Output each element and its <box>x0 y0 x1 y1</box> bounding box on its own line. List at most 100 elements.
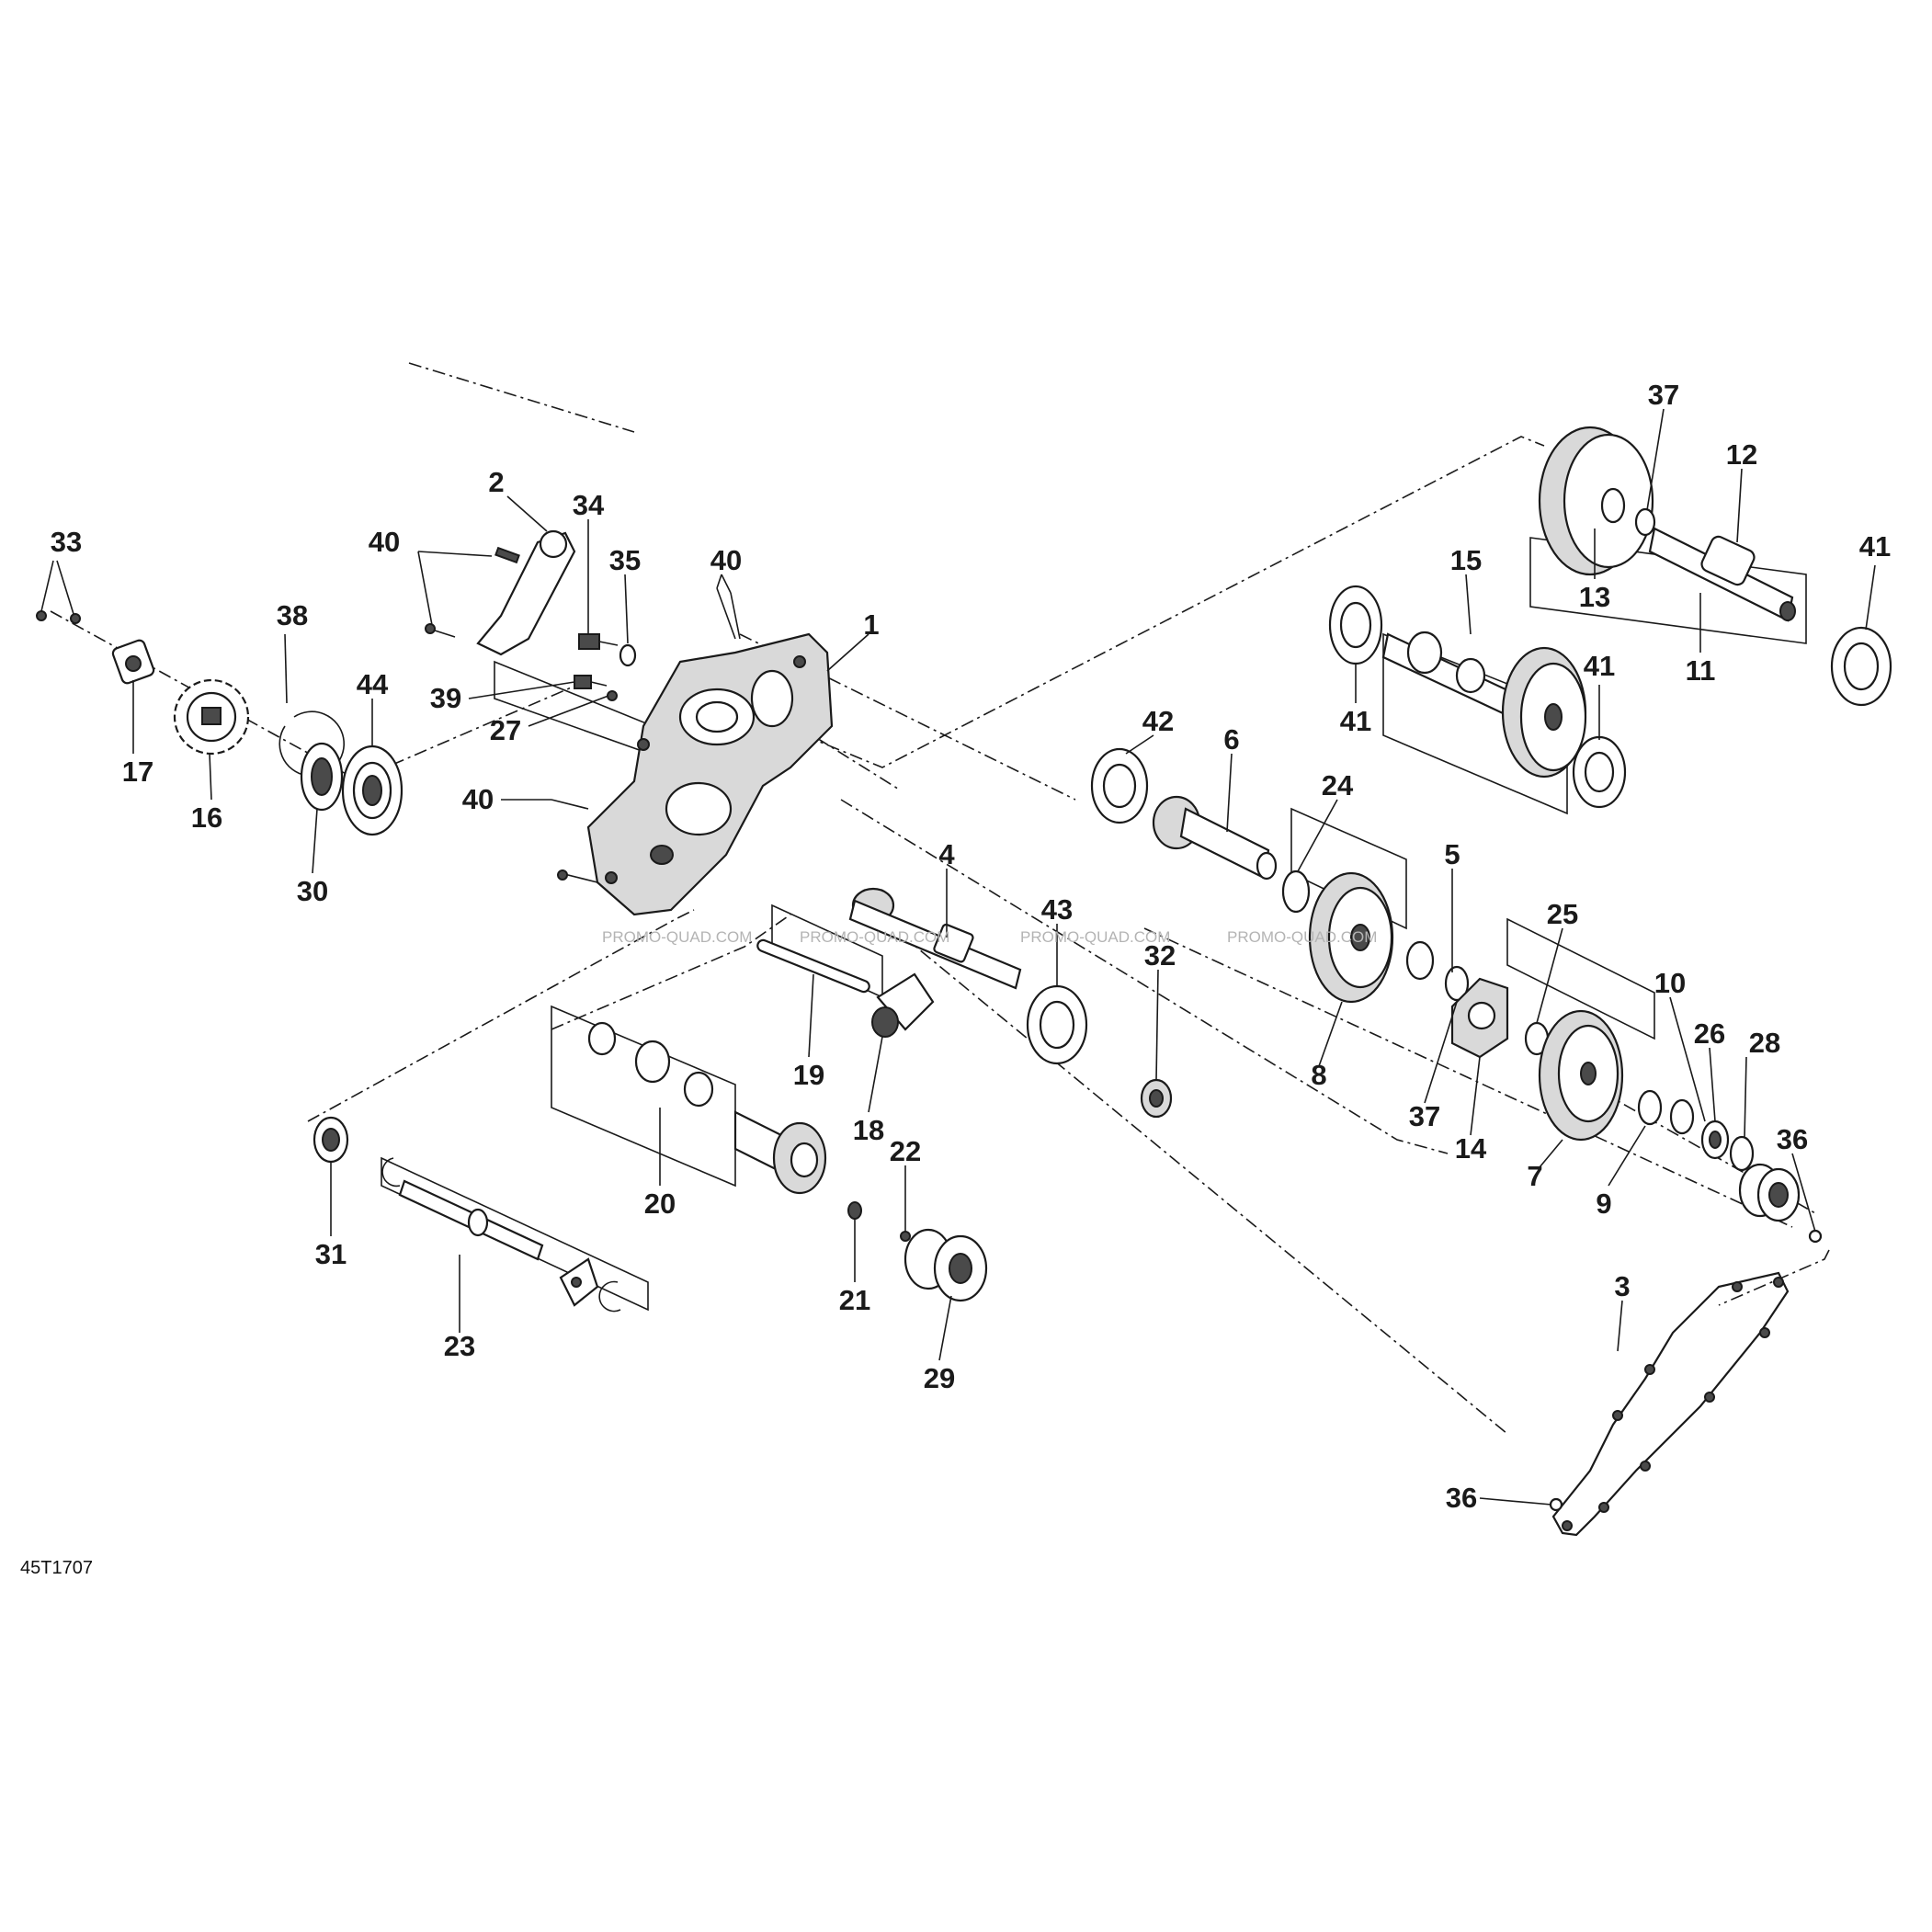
washer-37-mid <box>1444 965 1470 1002</box>
gasket-holes <box>1562 1277 1784 1531</box>
callout-15: 15 <box>1450 544 1482 576</box>
callout-11: 11 <box>1686 654 1716 687</box>
callout-18: 18 <box>853 1114 884 1146</box>
washer-24 <box>1281 869 1311 914</box>
callout-20: 20 <box>644 1188 676 1220</box>
bolt-39 <box>574 675 608 689</box>
shift-lever-2 <box>476 529 576 656</box>
callout-3: 3 <box>1614 1270 1630 1302</box>
part-shapes <box>36 426 1892 1537</box>
callout-40-mid: 40 <box>710 544 742 576</box>
bolts-40-lower <box>551 799 598 883</box>
callout-33: 33 <box>51 526 82 558</box>
callout-43: 43 <box>1041 893 1073 926</box>
sprocket-16 <box>173 678 250 756</box>
oil-seal-31 <box>313 1116 349 1164</box>
bearing-41-top <box>1830 626 1892 707</box>
shaft-12 <box>1648 527 1796 622</box>
watermark-2: PROMO-QUAD.COM <box>800 928 949 946</box>
callout-30: 30 <box>297 875 328 907</box>
bearing-43 <box>1026 984 1088 1065</box>
shift-drum-20 <box>587 1021 827 1195</box>
dowel-36-bottom <box>1549 1497 1563 1512</box>
callout-21: 21 <box>839 1284 870 1316</box>
callout-19: 19 <box>793 1059 824 1091</box>
callout-38: 38 <box>277 599 308 631</box>
callout-8: 8 <box>1311 1059 1326 1091</box>
callout-6: 6 <box>1223 723 1239 756</box>
watermark-1: PROMO-QUAD.COM <box>602 928 752 946</box>
spring-21 <box>847 1201 862 1220</box>
dowel-36-top <box>1808 1229 1823 1244</box>
callout-41-right: 41 <box>1584 650 1615 682</box>
watermark-4: PROMO-QUAD.COM <box>1227 928 1377 946</box>
bolt-33 <box>36 610 81 624</box>
bearing-44 <box>341 744 403 836</box>
callout-22: 22 <box>890 1135 921 1167</box>
bolt-34 <box>578 633 619 650</box>
callout-37-mid: 37 <box>1409 1100 1440 1132</box>
nut-32 <box>1140 1078 1173 1119</box>
hub-14 <box>1450 977 1509 1059</box>
gasket-3 <box>1551 1271 1790 1537</box>
bolts-40-mid <box>716 587 741 640</box>
callout-26: 26 <box>1694 1017 1725 1050</box>
callout-7: 7 <box>1527 1160 1542 1192</box>
callout-39: 39 <box>430 682 461 714</box>
callout-16: 16 <box>191 801 222 834</box>
callout-25: 25 <box>1547 898 1578 930</box>
callout-34: 34 <box>573 489 605 521</box>
bushing-28 <box>1738 1163 1801 1222</box>
callout-29: 29 <box>924 1362 955 1394</box>
washer-27 <box>607 690 618 701</box>
washer-37-top <box>1634 507 1656 537</box>
watermark-3: PROMO-QUAD.COM <box>1020 928 1170 946</box>
oil-seal-30 <box>300 742 344 812</box>
callout-31: 31 <box>315 1238 347 1270</box>
callout-40-upper: 40 <box>369 526 400 558</box>
shaft-23 <box>381 1157 621 1313</box>
callout-9: 9 <box>1596 1188 1611 1220</box>
watermarks: PROMO-QUAD.COM PROMO-QUAD.COM PROMO-QUAD… <box>602 928 1377 946</box>
callout-35: 35 <box>609 544 641 576</box>
gear-7 <box>1538 1009 1624 1142</box>
callout-24: 24 <box>1322 769 1354 801</box>
washer-24b <box>1405 940 1435 981</box>
callout-28: 28 <box>1749 1027 1780 1059</box>
callout-41-left: 41 <box>1340 705 1371 737</box>
callout-2: 2 <box>488 466 504 498</box>
washer-35 <box>619 643 637 667</box>
washer-25b <box>1669 1098 1695 1135</box>
gear-case-1 <box>586 632 834 916</box>
callout-40-lower: 40 <box>462 783 494 815</box>
washer-26 <box>1729 1135 1755 1172</box>
callout-1: 1 <box>863 608 879 641</box>
output-shaft-6 <box>1152 795 1278 881</box>
callout-12: 12 <box>1726 438 1757 471</box>
callout-labels: 1 2 3 4 5 6 7 8 9 10 11 12 13 14 15 16 1… <box>51 379 1891 1514</box>
callout-5: 5 <box>1444 838 1460 870</box>
callout-42: 42 <box>1142 705 1174 737</box>
callout-36-top: 36 <box>1777 1123 1808 1155</box>
gear-8 <box>1308 871 1394 1004</box>
lock-plate-17 <box>111 639 155 685</box>
bearing-42 <box>1090 747 1149 824</box>
bushing-29 <box>903 1228 988 1302</box>
drawing-code: 45T1707 <box>20 1558 93 1578</box>
callout-23: 23 <box>444 1330 475 1362</box>
callout-13: 13 <box>1579 581 1610 613</box>
shift-fork-18 <box>871 972 935 1038</box>
bearing-41-left <box>1328 585 1383 665</box>
callout-10: 10 <box>1654 967 1686 999</box>
gear-13 <box>1538 426 1654 576</box>
washer-9 <box>1637 1089 1663 1126</box>
callout-14: 14 <box>1455 1132 1487 1165</box>
main-shaft-4 <box>848 887 1022 990</box>
callout-44: 44 <box>357 668 389 700</box>
pin-22 <box>900 1231 911 1242</box>
countershaft-15 <box>1381 631 1587 778</box>
callout-41-top: 41 <box>1859 530 1891 563</box>
callout-36-bottom: 36 <box>1446 1482 1477 1514</box>
shaft-19 <box>756 938 870 994</box>
leader-lines <box>40 408 1876 1506</box>
